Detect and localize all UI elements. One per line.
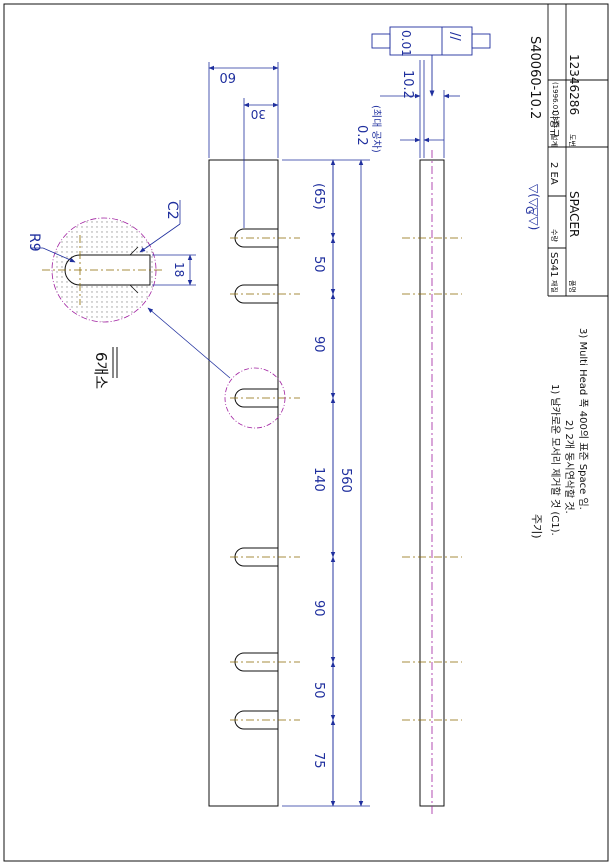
parallelism-symbol: //	[447, 32, 462, 41]
segment-dim-1: (65)	[311, 183, 326, 210]
material-value: SS41	[548, 252, 559, 277]
note-item-1: 1) 날카로운 모서리 제거할 것 (C1).	[549, 384, 561, 536]
chamfer-label: C2	[164, 201, 180, 220]
label-name: 품명	[568, 280, 577, 293]
slot-centerlines	[230, 237, 300, 721]
notes: 주기) 1) 날카로운 모서리 제거할 것 (C1). 2) 2개 동시연삭할 …	[530, 328, 590, 539]
total-length-dim: 560	[338, 468, 353, 493]
slot-offset-dim-label: 30	[251, 107, 266, 121]
slot-width-label: 18	[172, 262, 186, 277]
segment-dimension-chain	[282, 159, 370, 807]
finish-symbol: G	[523, 206, 536, 215]
segment-dim-7: 75	[311, 752, 326, 769]
count-label: 6개소	[92, 352, 110, 389]
parallelism-frame	[371, 26, 491, 97]
sheet-border	[3, 3, 609, 862]
note-item-2: 2) 2개 동시연삭할 것.	[563, 420, 575, 514]
parallelism-value: 0.01	[399, 30, 413, 57]
plate-outline	[208, 159, 279, 807]
notes-title: 주기)	[530, 514, 543, 539]
width-dimension	[208, 62, 279, 228]
note-item-3: 3) Multi Head 폭 400의 표준 Space 임.	[577, 328, 590, 510]
segment-dim-5: 90	[311, 600, 326, 617]
design-date-value: (1996.01.31)	[551, 82, 559, 128]
finish-marks: ▽(▽▽▽)	[527, 184, 541, 230]
part-name-value: SPACER	[567, 191, 581, 237]
thickness-dim-label: 10.2	[400, 70, 415, 99]
slot-3	[234, 388, 279, 408]
detail-circle-small	[224, 367, 286, 429]
qty-value: 2 EA	[548, 162, 559, 185]
tolerance-note: (최대 공차)	[370, 105, 382, 153]
slot-group	[234, 228, 279, 730]
segment-dim-6: 50	[311, 682, 326, 699]
segment-dim-4: 140	[311, 467, 326, 492]
designer-value: 이종규	[548, 110, 560, 138]
label-qty: 수량	[550, 229, 558, 242]
label-drawing: 도번	[568, 134, 577, 147]
radius-label: R9	[26, 233, 42, 252]
slot-5	[234, 652, 279, 672]
part-no-value: S40060-10.2	[527, 36, 542, 119]
label-material: 재질	[550, 280, 558, 293]
width-dim-label: 60	[219, 69, 236, 84]
segment-dim-3: 90	[311, 336, 326, 353]
slot-4	[234, 547, 279, 567]
title-block	[547, 4, 608, 297]
front-view	[208, 159, 300, 807]
detail-view	[30, 200, 231, 379]
segment-dim-2: 50	[311, 256, 326, 273]
slot-2	[234, 284, 279, 304]
side-view	[371, 26, 491, 815]
label-design: 설계	[550, 134, 559, 147]
tolerance-dim-label: 0.2	[354, 125, 369, 146]
drawing-no-value: 12346286	[567, 54, 581, 115]
slot-1	[234, 228, 279, 248]
slot-6	[234, 710, 279, 730]
